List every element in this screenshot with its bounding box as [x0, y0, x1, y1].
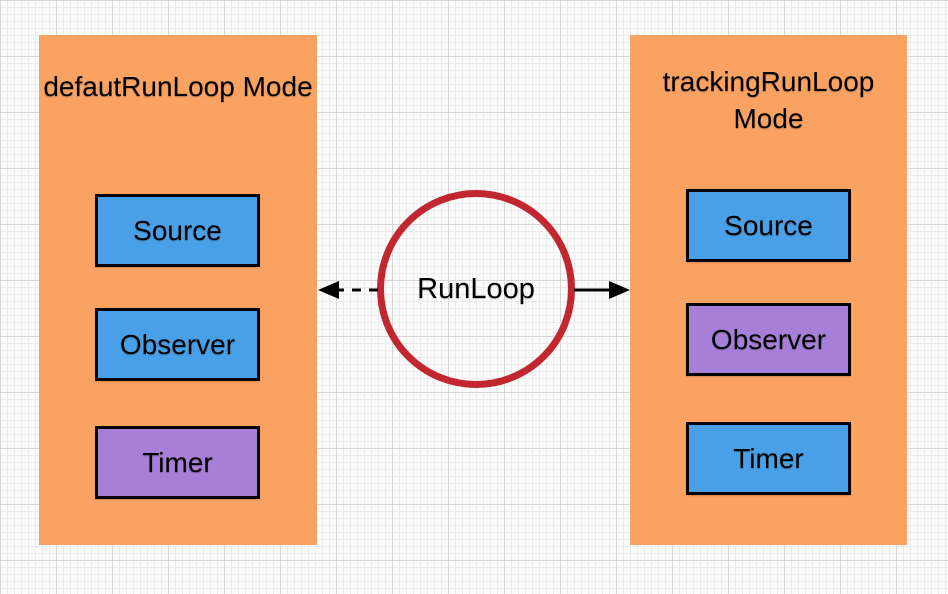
left-timer-label: Timer — [142, 446, 213, 478]
right-observer-box: Observer — [686, 303, 851, 376]
right-timer-box: Timer — [686, 422, 851, 495]
runloop-label: RunLoop — [417, 272, 535, 305]
tracking-runloop-mode-panel: trackingRunLoop Mode Source Observer Tim… — [630, 35, 907, 545]
solid-arrow-head-right-icon — [609, 281, 630, 299]
left-timer-box: Timer — [95, 426, 260, 499]
default-runloop-mode-title: defautRunLoop Mode — [43, 71, 313, 102]
right-source-box: Source — [686, 189, 851, 262]
right-source-label: Source — [724, 209, 813, 241]
tracking-runloop-mode-title: trackingRunLoop Mode — [662, 66, 875, 134]
left-source-box: Source — [95, 194, 260, 267]
right-timer-label: Timer — [733, 442, 804, 474]
right-observer-label: Observer — [710, 323, 827, 355]
dashed-arrow-head-left-icon — [318, 281, 339, 299]
left-observer-box: Observer — [95, 308, 260, 381]
left-source-label: Source — [133, 214, 222, 246]
left-observer-label: Observer — [119, 328, 236, 360]
runloop-circle: RunLoop — [377, 190, 575, 388]
default-runloop-mode-panel: defautRunLoop Mode Source Observer Timer — [39, 35, 317, 545]
